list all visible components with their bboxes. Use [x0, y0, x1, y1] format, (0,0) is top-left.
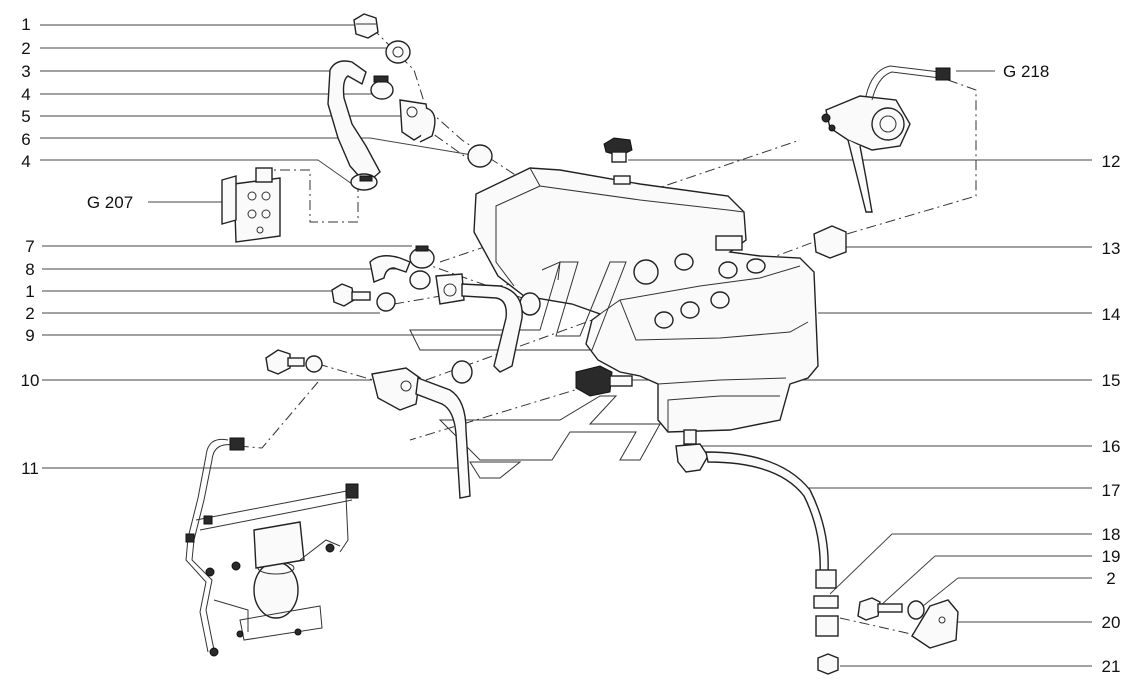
callout-5: 5: [21, 107, 30, 126]
left-callouts: 1 2 3 4 5 6 4 G 207 7 8 1 2 9 10 11: [21, 15, 134, 478]
o-ring-part-6: [467, 144, 493, 168]
hydraulic-tank-part-14: [473, 167, 819, 433]
pump-assembly-g218: [821, 65, 951, 213]
return-pipe-part-11: [371, 367, 471, 499]
callout-4-upper: 4: [21, 85, 30, 104]
hose-clamp-part-4-lower: [350, 173, 378, 191]
breather-hose-part-3: [327, 60, 381, 185]
washer-part-2: [385, 40, 411, 64]
washer-part-2-mid: [376, 292, 396, 312]
callout-11: 11: [21, 459, 39, 478]
hose-part-7: [369, 245, 435, 283]
breather-cap-part-12: [603, 137, 633, 163]
filler-cap-part-1: [353, 13, 379, 39]
left-leader-lines: [40, 24, 502, 469]
callout-16: 16: [1102, 437, 1121, 456]
callout-1-mid: 1: [25, 282, 34, 301]
callout-g207: G 207: [87, 193, 133, 212]
callout-4-lower: 4: [21, 152, 30, 171]
callout-14: 14: [1102, 305, 1121, 324]
bolt-part-19: [857, 597, 903, 621]
callout-12: 12: [1102, 152, 1121, 171]
bolt-part-10: [265, 349, 323, 375]
bolt-part-1-mid: [331, 283, 371, 307]
valve-block-g207: [221, 167, 281, 243]
callout-20: 20: [1102, 613, 1121, 632]
callout-10: 10: [21, 371, 40, 390]
callout-17: 17: [1102, 481, 1121, 500]
hose-clamp-part-4-upper: [370, 75, 394, 100]
callout-2-top: 2: [21, 39, 30, 58]
callout-8: 8: [25, 260, 34, 279]
suction-pipe-part-9: [435, 273, 523, 384]
drain-hose-part-17: [705, 451, 829, 575]
callout-7: 7: [25, 237, 34, 256]
level-sensor-part-15: [575, 365, 633, 397]
callout-6: 6: [21, 130, 30, 149]
callout-2-mid: 2: [25, 304, 34, 323]
callout-1-top: 1: [21, 15, 30, 34]
coupling-part-18: [813, 569, 839, 637]
plug-part-13: [813, 225, 847, 259]
callout-9: 9: [25, 326, 34, 345]
assembly-arrow-outlines: [409, 261, 661, 479]
callout-3: 3: [21, 62, 30, 81]
callout-18: 18: [1102, 525, 1121, 544]
callout-13: 13: [1102, 239, 1121, 258]
callout-g218: G 218: [1003, 62, 1049, 81]
manifold-assembly: [185, 437, 359, 657]
right-callouts: G 218 12 13 14 15 16 17 18 19 2 20 21: [1003, 62, 1120, 676]
callout-15: 15: [1102, 371, 1121, 390]
callout-2-right: 2: [1106, 569, 1115, 588]
callout-19: 19: [1102, 547, 1121, 566]
elbow-fitting-part-16: [675, 429, 709, 473]
bracket-part-20: [911, 599, 959, 649]
nut-part-21: [817, 653, 839, 675]
clamp-part-8: [409, 270, 431, 290]
callout-21: 21: [1102, 657, 1121, 676]
flange-part-5: [399, 99, 436, 143]
washer-part-2-right: [907, 600, 925, 620]
